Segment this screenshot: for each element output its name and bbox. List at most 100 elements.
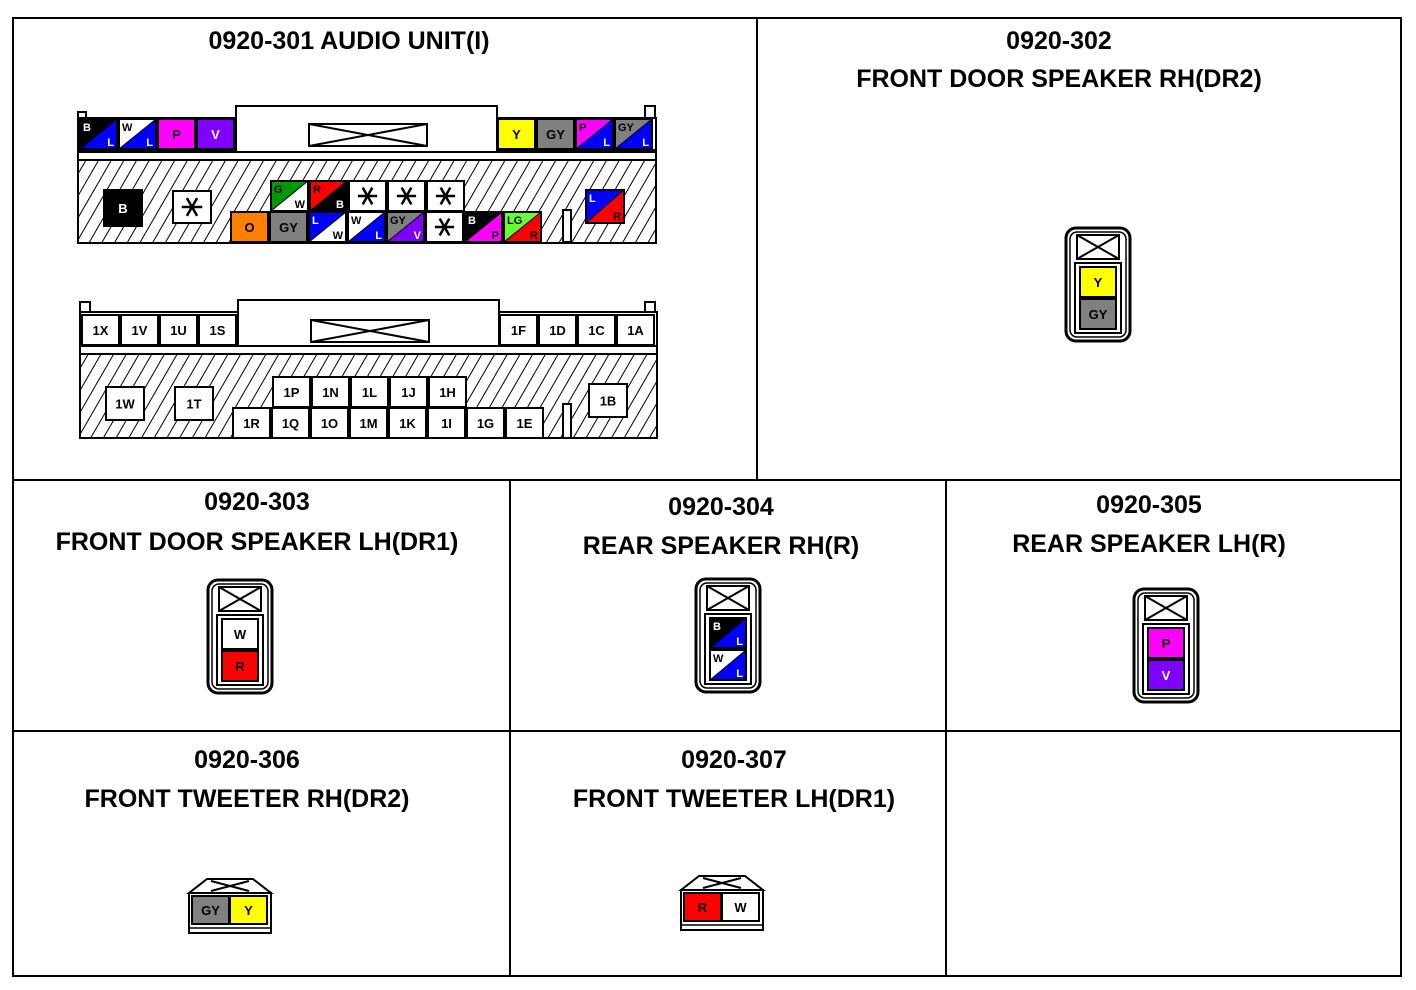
panel-307-title-name: FRONT TWEETER LH(DR1)	[573, 785, 895, 813]
svg-text:GY: GY	[618, 122, 635, 134]
svg-text:GY: GY	[390, 215, 407, 227]
pin-number-cell: 1Q	[271, 407, 310, 439]
svg-text:1B: 1B	[600, 394, 617, 409]
pin-cell: R	[683, 892, 722, 922]
svg-text:V: V	[414, 230, 422, 242]
panel-307-title-code: 0920-307	[681, 746, 787, 774]
svg-text:L: L	[375, 230, 382, 242]
pin-number-cell: 1B	[588, 383, 628, 418]
pin-cell: GY	[191, 895, 230, 925]
svg-text:W: W	[333, 230, 344, 242]
svg-text:1S: 1S	[210, 323, 226, 338]
svg-text:R: R	[235, 659, 245, 674]
panel-titles: 0920-301 AUDIO UNIT(I) 0920-302 FRONT DO…	[56, 27, 1286, 813]
pin-cell: BP	[463, 210, 503, 243]
svg-text:P: P	[579, 122, 586, 134]
latch-mark	[308, 123, 428, 147]
pin-cell	[387, 180, 426, 212]
pin-cell: W	[221, 618, 259, 650]
pin-cell: GY V	[385, 210, 425, 243]
pin-number-cell: 1W	[105, 386, 145, 421]
svg-text:GY: GY	[201, 903, 220, 918]
pin-cell: P	[157, 118, 196, 150]
svg-text:1Q: 1Q	[282, 416, 299, 431]
svg-text:B: B	[336, 199, 344, 211]
pin-cell: V	[1147, 659, 1185, 691]
pin-number-cell: 1A	[616, 314, 655, 346]
svg-text:P: P	[1162, 636, 1171, 651]
pin-number-cell: 1M	[349, 407, 388, 439]
panel-grid	[12, 17, 1402, 977]
latch-mark	[310, 319, 430, 343]
pin-cell: Y	[497, 118, 536, 150]
pin-cell: BL	[78, 117, 118, 150]
pin-number-cell: 1U	[159, 314, 198, 346]
svg-text:B: B	[468, 215, 476, 227]
svg-text:V: V	[211, 127, 220, 142]
svg-text:B: B	[118, 201, 127, 216]
svg-text:1C: 1C	[588, 323, 605, 338]
pin-cell: Y	[1079, 266, 1117, 298]
pin-number-cell: 1E	[505, 407, 544, 439]
pin-cell: GY	[269, 211, 308, 243]
pin-number-cell: 1T	[174, 386, 214, 421]
pin-cell: O	[230, 211, 269, 243]
panel-302-title-code: 0920-302	[1006, 27, 1112, 55]
svg-text:R: R	[313, 184, 321, 196]
pin-cell	[426, 180, 465, 212]
svg-text:GY: GY	[546, 127, 565, 142]
pin-number-cell: 1V	[120, 314, 159, 346]
svg-text:GY: GY	[1089, 307, 1108, 322]
pin-cell: LR	[584, 188, 625, 224]
svg-text:G: G	[274, 184, 283, 196]
pin-cell: PL	[574, 117, 614, 150]
svg-text:V: V	[1162, 668, 1171, 683]
pin-cell: GYL	[613, 117, 653, 150]
svg-text:L: L	[107, 137, 114, 149]
svg-text:R: R	[613, 211, 621, 223]
svg-text:LG: LG	[507, 215, 522, 227]
pin-cell: RB	[308, 179, 348, 212]
svg-text:1G: 1G	[477, 416, 494, 431]
panel-306-title-code: 0920-306	[194, 746, 300, 774]
pin-cell	[172, 190, 212, 224]
pin-cell: GW	[269, 179, 309, 212]
svg-text:1P: 1P	[284, 385, 300, 400]
latch-mark	[706, 585, 750, 611]
panel-301-title: 0920-301 AUDIO UNIT(I)	[208, 27, 489, 55]
pin-number-cell: 1N	[311, 376, 350, 408]
pin-number-cell: 1G	[466, 407, 505, 439]
pin-cell: V	[196, 118, 235, 150]
svg-text:1F: 1F	[511, 323, 526, 338]
svg-text:B: B	[713, 621, 721, 633]
svg-text:W: W	[122, 122, 133, 134]
svg-text:1E: 1E	[517, 416, 533, 431]
pin-cell: B	[103, 189, 143, 227]
panel-303-title-code: 0920-303	[204, 488, 310, 516]
svg-text:1A: 1A	[627, 323, 644, 338]
svg-text:Y: Y	[512, 127, 521, 142]
pin-number-cell: 1L	[350, 376, 389, 408]
speaker-connector-p303: WR	[206, 578, 274, 695]
pin-number-cell: 1I	[427, 407, 466, 439]
svg-text:W: W	[295, 199, 306, 211]
panel-304-title-code: 0920-304	[668, 493, 774, 521]
svg-text:L: L	[146, 137, 153, 149]
panel-305-title-code: 0920-305	[1096, 491, 1202, 519]
pin-number-cell: 1H	[428, 376, 467, 408]
pin-cell: WL	[708, 648, 747, 681]
svg-text:GY: GY	[279, 220, 298, 235]
latch-mark	[702, 877, 742, 889]
pin-cell	[348, 180, 387, 212]
pin-cell: LGR	[502, 210, 542, 243]
svg-text:1R: 1R	[243, 416, 260, 431]
pin-cell: P	[1147, 627, 1185, 659]
speaker-connector-p305: PV	[1132, 587, 1200, 704]
pin-number-cell: 1C	[577, 314, 616, 346]
svg-text:1V: 1V	[132, 323, 148, 338]
latch-mark	[1144, 595, 1188, 621]
panel-304-title-name: REAR SPEAKER RH(R)	[583, 532, 859, 560]
pin-number-cell: 1K	[388, 407, 427, 439]
